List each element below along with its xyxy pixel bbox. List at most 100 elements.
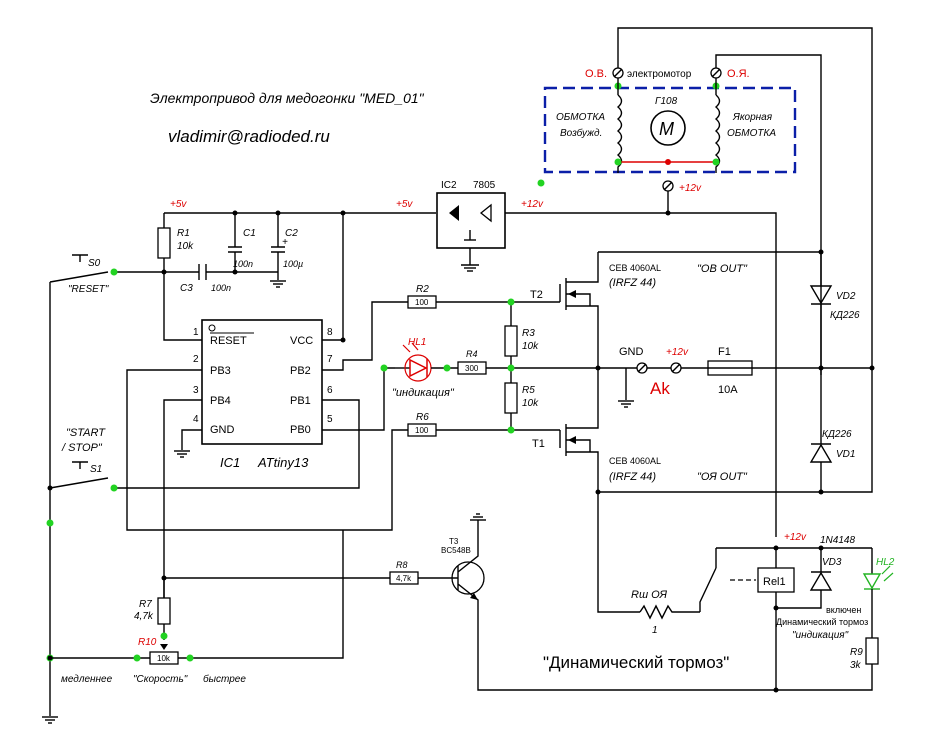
- r2-value: 100: [415, 298, 429, 307]
- regulator-ic2: [436, 192, 506, 249]
- pin-pb0: PB0: [290, 424, 311, 436]
- ground-t3: [470, 513, 486, 521]
- vd2-part: КД226: [830, 310, 860, 321]
- svg-text:8: 8: [327, 327, 333, 338]
- motor-box: [543, 86, 797, 174]
- r3-designator: R3: [522, 328, 535, 339]
- svg-text:5: 5: [327, 414, 333, 425]
- hl2-note-3: "индикация": [792, 630, 849, 641]
- armature-winding: [714, 94, 721, 173]
- regulator-part: 7805: [473, 180, 496, 191]
- pin-pb2: PB2: [290, 365, 311, 377]
- f1-value: 10A: [718, 384, 738, 396]
- vd2-designator: VD2: [836, 291, 856, 302]
- s1-label-2: / STOP": [61, 442, 103, 454]
- field-winding-label-2: Возбужд.: [560, 127, 602, 139]
- resistor-r5: [504, 382, 518, 414]
- pin-gnd: GND: [210, 424, 235, 436]
- label-12v-reg: +12v: [521, 199, 544, 210]
- r3-value: 10k: [522, 341, 539, 352]
- label-12v-relay: +12v: [784, 532, 807, 543]
- t2-part: CEB 4060AL: [609, 263, 661, 273]
- resistor-r7: [157, 597, 171, 625]
- speed-label: "Скорость": [133, 674, 188, 685]
- label-12v-in: +12v: [666, 347, 689, 358]
- s1-label-1: "START: [66, 427, 106, 439]
- field-winding-label-1: ОБМОТКА: [556, 112, 605, 123]
- c3-value: 100n: [211, 283, 231, 293]
- t1-part: CEB 4060AL: [609, 456, 661, 466]
- r10-value: 10k: [157, 654, 171, 663]
- c2-polarity: +: [282, 237, 288, 248]
- pin-pb4: PB4: [210, 395, 231, 407]
- r10-designator: R10: [138, 637, 157, 648]
- resistor-r8: [389, 571, 419, 585]
- mosfet-t2: [559, 252, 599, 368]
- c1-value: 100n: [233, 259, 253, 269]
- svg-text:7: 7: [327, 354, 333, 365]
- label-5v-left: +5v: [170, 199, 187, 210]
- c3-designator: C3: [180, 283, 193, 294]
- diode-vd2: [809, 285, 833, 305]
- s0-label: "RESET": [68, 284, 109, 295]
- label-motor-12v: +12v: [679, 183, 702, 194]
- t2-alt: (IRFZ 44): [609, 277, 656, 289]
- s0-designator: S0: [88, 258, 101, 269]
- relay-contact: [699, 567, 717, 612]
- vd3-designator: VD3: [822, 557, 842, 568]
- vd1-part: КД226: [822, 429, 852, 440]
- regulator-in-arrow: [449, 205, 459, 221]
- regulator-out-arrow: [479, 203, 492, 223]
- hl1-designator: HL1: [408, 337, 426, 348]
- diode-vd3: [809, 571, 833, 591]
- c1-designator: C1: [243, 228, 256, 239]
- resistor-r9: [865, 637, 879, 665]
- t2-designator: T2: [530, 289, 543, 301]
- t1-designator: T1: [532, 438, 545, 450]
- ground-ic1: [174, 450, 190, 458]
- t2-output: "ОВ OUT": [697, 263, 748, 275]
- rsh-value: 1: [652, 625, 658, 636]
- label-oya: О.Я.: [727, 68, 750, 80]
- r7-value: 4,7k: [134, 611, 154, 622]
- t1-output: "ОЯ OUT": [697, 471, 748, 483]
- motor-designator: Г108: [655, 96, 678, 107]
- hl2-note-1: включен: [826, 605, 861, 615]
- mcu-ic1: [201, 319, 323, 445]
- motor-symbol: [650, 110, 686, 146]
- rel1-designator: Rel1: [763, 576, 786, 588]
- t3-part: BC548B: [441, 546, 471, 555]
- s1-designator: S1: [90, 464, 102, 475]
- pin-pb3: PB3: [210, 365, 231, 377]
- ground-main: [618, 400, 634, 408]
- pin-pb1: PB1: [290, 395, 311, 407]
- c2-value: 100µ: [283, 259, 303, 269]
- r5-designator: R5: [522, 385, 535, 396]
- resistor-rsh: [639, 604, 700, 620]
- speed-fast-label: быстрее: [203, 673, 246, 685]
- hl2-note-2: Динамический тормоз: [776, 617, 868, 627]
- regulator-designator: IC2: [441, 180, 457, 191]
- pin-reset: RESET: [210, 335, 247, 347]
- field-winding: [616, 94, 623, 173]
- ground-ic2: [461, 264, 479, 272]
- r7-designator: R7: [139, 599, 152, 610]
- r9-designator: R9: [850, 647, 863, 658]
- ground-main-left: [42, 716, 58, 724]
- label-ak: Ak: [650, 379, 670, 398]
- relay-rel1: [757, 567, 795, 593]
- svg-text:2: 2: [193, 354, 199, 365]
- r2-designator: R2: [416, 284, 429, 295]
- resistor-r4: [457, 361, 487, 375]
- speed-slow-label: медленнее: [61, 674, 113, 685]
- transistor-t3: [451, 520, 485, 622]
- label-5v-right: +5v: [396, 199, 413, 210]
- label-ov: О.В.: [585, 68, 607, 80]
- led-hl2: [862, 573, 882, 590]
- author-email: vladimir@radioded.ru: [168, 127, 330, 146]
- ic1-designator: IC1: [220, 455, 240, 470]
- r1-designator: R1: [177, 228, 190, 239]
- resistor-r3: [504, 325, 518, 357]
- led-hl1: [409, 358, 428, 378]
